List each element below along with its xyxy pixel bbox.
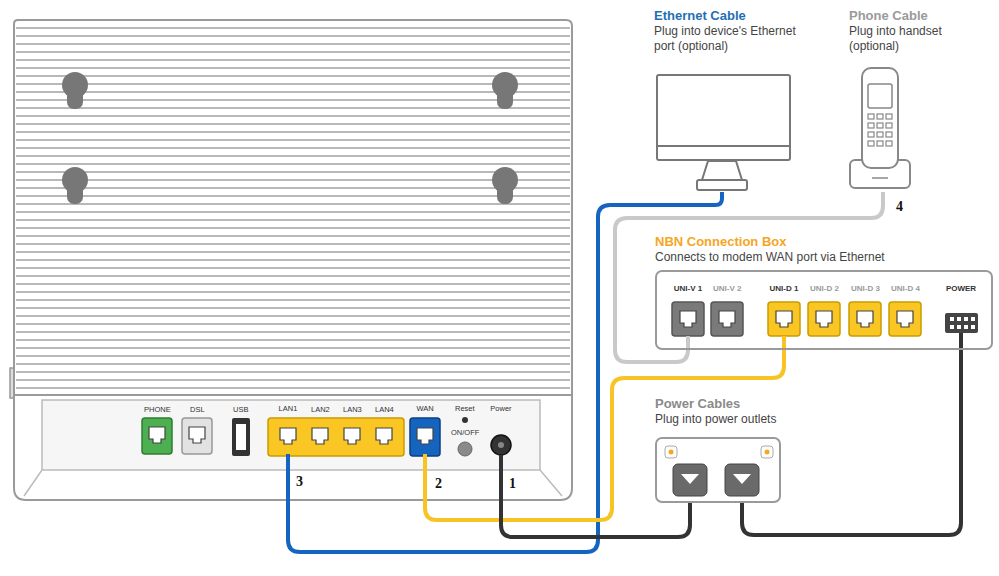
modem-frame (14, 395, 572, 500)
jack (680, 311, 696, 327)
port-label: PHONE (144, 405, 171, 415)
button-label: Reset (455, 404, 475, 414)
port-label: Power (481, 404, 521, 414)
cable (425, 336, 784, 520)
nbn-power-port: POWER (939, 284, 983, 333)
jack (897, 311, 913, 327)
monitor (657, 75, 790, 160)
data-port (768, 302, 800, 336)
jack (189, 427, 205, 443)
lan-ports (268, 418, 404, 456)
callout-number: 2 (435, 476, 442, 492)
keyhole (492, 72, 518, 109)
port-label: UNI-D 1 (762, 284, 806, 294)
reset-hole (462, 417, 468, 423)
jack (149, 427, 165, 443)
plug (725, 464, 759, 496)
data-port (889, 302, 921, 336)
voice-port (711, 302, 743, 336)
text-group: Phone CablePlug into handset (optional) (849, 8, 969, 54)
modem-port: WAN (407, 404, 443, 454)
nbn-port: UNI-V 1 (666, 284, 710, 336)
cable (742, 333, 961, 535)
description: Plug into device's Ethernet port (option… (654, 24, 800, 54)
button-label: ON/OFF (451, 428, 479, 438)
power-board: Power CablesPlug into power outlets (655, 396, 805, 503)
keyhole (62, 167, 88, 204)
box-outline (655, 270, 993, 350)
wan-port (410, 418, 440, 456)
text-group: Ethernet CablePlug into device's Etherne… (654, 8, 800, 54)
port-label: DSL (190, 405, 205, 415)
port-label: LAN4 (375, 405, 394, 415)
heading: NBN Connection Box (655, 234, 993, 250)
port-label: UNI-D 3 (851, 284, 880, 294)
port-label: LAN1 (270, 404, 306, 414)
dsl-port (182, 418, 212, 454)
port-label: LAN2 (311, 405, 330, 415)
box-outline (655, 437, 781, 503)
jack (417, 428, 433, 444)
port-label: UNI-D 2 (810, 284, 839, 294)
usb-port (232, 418, 250, 456)
port-label: UNI-D 4 (891, 284, 920, 294)
port-label: UNI-V 2 (713, 284, 741, 294)
jack (719, 311, 735, 327)
text-group: Power CablesPlug into power outlets (655, 396, 805, 427)
nbn-port: UNI-D 1 (762, 284, 806, 336)
description: Connects to modem WAN port via Ethernet (655, 250, 993, 265)
on-off-button (458, 442, 472, 456)
callout-number: 1 (509, 476, 516, 492)
description: Plug into power outlets (655, 412, 805, 427)
cooling-fins (16, 24, 570, 394)
description: Plug into handset (optional) (849, 24, 969, 54)
monitor-node: Ethernet CablePlug into device's Etherne… (654, 8, 800, 192)
back-panel (42, 400, 540, 470)
phone-port (142, 418, 172, 454)
jack (816, 311, 832, 327)
phone-node: Phone CablePlug into handset (optional) (849, 8, 969, 192)
handset (862, 68, 898, 168)
modem-port: Power (481, 404, 521, 455)
jack (280, 428, 296, 444)
callout-number: 3 (296, 474, 303, 490)
port-label: LAN3 (343, 405, 362, 415)
data-port (849, 302, 881, 336)
heading: Power Cables (655, 396, 805, 412)
port-label: UNI-V 1 (666, 284, 710, 294)
port-label: USB (233, 405, 248, 415)
power-jack (491, 435, 511, 455)
jack (312, 428, 328, 444)
jack (857, 311, 873, 327)
text-group: NBN Connection BoxConnects to modem WAN … (655, 234, 993, 265)
jack (344, 428, 360, 444)
heading: Ethernet Cable (654, 8, 800, 24)
power-connector (945, 313, 978, 333)
data-port (808, 302, 840, 336)
callout-number: 4 (896, 199, 903, 215)
modem-body (14, 20, 572, 396)
keyhole (62, 72, 88, 109)
cable (501, 455, 690, 537)
jack (776, 311, 792, 327)
port-label: WAN (407, 404, 443, 414)
jack (376, 428, 392, 444)
port-label: POWER (939, 284, 983, 294)
modem-port: LAN1 (270, 404, 306, 454)
plug (673, 464, 707, 496)
keyhole (492, 167, 518, 204)
heading: Phone Cable (849, 8, 969, 24)
voice-port (672, 302, 704, 336)
